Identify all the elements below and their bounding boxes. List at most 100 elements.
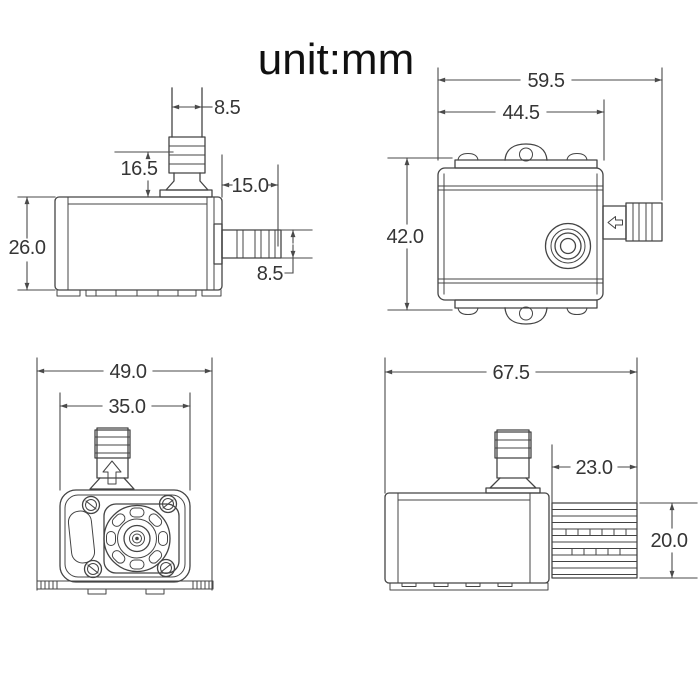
ext-lines bbox=[17, 196, 56, 291]
view-side-bottom-right: 67.5 23.0 20.0 bbox=[384, 357, 698, 591]
bearing-thick-ring bbox=[123, 524, 151, 553]
body-rect bbox=[384, 492, 550, 584]
flow-arrow-icon bbox=[102, 460, 122, 485]
dim-leader bbox=[284, 257, 294, 274]
dim-label-body-height: 42.0 bbox=[387, 226, 424, 248]
screw bbox=[156, 558, 176, 578]
dim-overall-width-59: 59.5 bbox=[437, 67, 663, 201]
mounting-bracket-bottom bbox=[454, 299, 598, 325]
view-top-right: 59.5 44.5 42.0 bbox=[387, 67, 663, 325]
dim-overall-length-67: 67.5 bbox=[384, 357, 638, 504]
port-outer-ring bbox=[544, 222, 592, 270]
feet-strip bbox=[389, 582, 549, 591]
inlet-barb-top bbox=[159, 87, 213, 198]
screw-hole bbox=[519, 147, 533, 162]
mounting-base bbox=[36, 580, 214, 595]
outlet-tube bbox=[625, 202, 663, 242]
outlet-barb-right bbox=[602, 202, 663, 242]
body-rect bbox=[437, 167, 604, 301]
dim-label-strainer-height: 20.0 bbox=[651, 530, 688, 552]
dim-label-overall-length: 67.5 bbox=[493, 362, 530, 384]
face-outer bbox=[59, 489, 191, 583]
dim-body-width-35: 35.0 bbox=[59, 392, 191, 491]
inlet-barb-top bbox=[89, 427, 135, 490]
bearing-ring bbox=[117, 518, 157, 559]
dim-label-strainer-length: 23.0 bbox=[576, 457, 613, 479]
dim-label-overall-width: 49.0 bbox=[110, 361, 147, 383]
mounting-bracket-top bbox=[454, 143, 598, 169]
screw bbox=[83, 559, 103, 579]
ext-lines bbox=[59, 392, 191, 491]
dim-label-overall-width: 59.5 bbox=[528, 70, 565, 92]
shaft-center bbox=[135, 536, 139, 541]
port-bore bbox=[559, 237, 577, 255]
dim-label-body-width: 35.0 bbox=[109, 396, 146, 418]
ext-lines bbox=[387, 157, 453, 311]
strainer-body bbox=[551, 502, 638, 579]
view-side-top-left: 8.5 16.5 26.0 15.0 8.5 bbox=[9, 87, 313, 297]
dim-label-body-width: 44.5 bbox=[503, 102, 540, 124]
bracket-lobes bbox=[457, 307, 588, 315]
body-panel-lines bbox=[397, 492, 531, 584]
mounting-feet bbox=[389, 582, 549, 591]
inlet-ribs bbox=[168, 145, 206, 165]
outlet-barb-right bbox=[213, 223, 282, 265]
shaft-hub bbox=[132, 533, 142, 544]
bracket-lobes bbox=[457, 153, 588, 161]
dim-label-outlet-width: 8.5 bbox=[257, 263, 284, 285]
screw-hole bbox=[519, 306, 533, 321]
ext-lines bbox=[437, 67, 663, 201]
face-screws bbox=[81, 494, 178, 579]
bracket-plate bbox=[454, 299, 598, 309]
body-panel-lines bbox=[67, 196, 215, 291]
ext-lines bbox=[280, 229, 313, 259]
inlet-base-plate bbox=[159, 189, 213, 198]
body-panel-lines bbox=[437, 173, 604, 295]
view-front-bottom-left: 49.0 35.0 bbox=[36, 357, 214, 595]
dim-label-outlet-length: 15.0 bbox=[232, 175, 269, 197]
feet-notches bbox=[401, 582, 513, 587]
inlet-rib-block bbox=[494, 431, 532, 459]
flow-arrow-icon bbox=[607, 216, 623, 229]
unit-label: unit:mm bbox=[258, 35, 414, 84]
strainer-intake bbox=[551, 502, 638, 579]
screw bbox=[158, 494, 178, 514]
shaft-ring bbox=[129, 530, 145, 547]
inlet-base-plate bbox=[485, 487, 541, 494]
dim-strainer-height-20: 20.0 bbox=[639, 502, 698, 579]
ext-lines bbox=[36, 357, 213, 591]
inlet-ribs bbox=[94, 436, 131, 454]
base-hatch-ticks bbox=[40, 581, 210, 589]
bracket-ear bbox=[504, 143, 548, 161]
bracket-ear bbox=[504, 307, 548, 325]
inlet-port bbox=[544, 222, 592, 270]
dim-outlet-width: 8.5 bbox=[257, 229, 313, 285]
dim-body-height-42: 42.0 bbox=[387, 157, 453, 311]
mounting-feet bbox=[56, 289, 222, 297]
outlet-ribs bbox=[632, 202, 653, 242]
port-thick-ring bbox=[554, 232, 582, 260]
outlet-tube bbox=[221, 229, 282, 259]
inlet-barb-top bbox=[485, 429, 541, 494]
dim-label-inlet-height: 16.5 bbox=[121, 158, 158, 180]
dim-body-width-44: 44.5 bbox=[437, 99, 605, 161]
pump-body-outline bbox=[54, 196, 223, 291]
inlet-flare bbox=[89, 477, 135, 490]
dim-body-height-26: 26.0 bbox=[9, 196, 56, 291]
body-rect bbox=[54, 196, 223, 291]
inlet-flare bbox=[489, 477, 537, 489]
feet-outline bbox=[56, 289, 222, 297]
impeller-vent-slots bbox=[106, 507, 168, 570]
outlet-ribs bbox=[236, 229, 276, 259]
inlet-tube bbox=[171, 87, 203, 138]
inlet-ribs bbox=[494, 439, 532, 449]
pump-body-outline bbox=[437, 167, 604, 301]
outlet-flange bbox=[213, 223, 223, 265]
impeller-face bbox=[103, 504, 171, 573]
impeller-outer-ring bbox=[103, 504, 171, 573]
inlet-tube bbox=[496, 429, 530, 479]
port-mid-ring bbox=[550, 228, 586, 264]
strainer-ribs bbox=[551, 509, 638, 575]
